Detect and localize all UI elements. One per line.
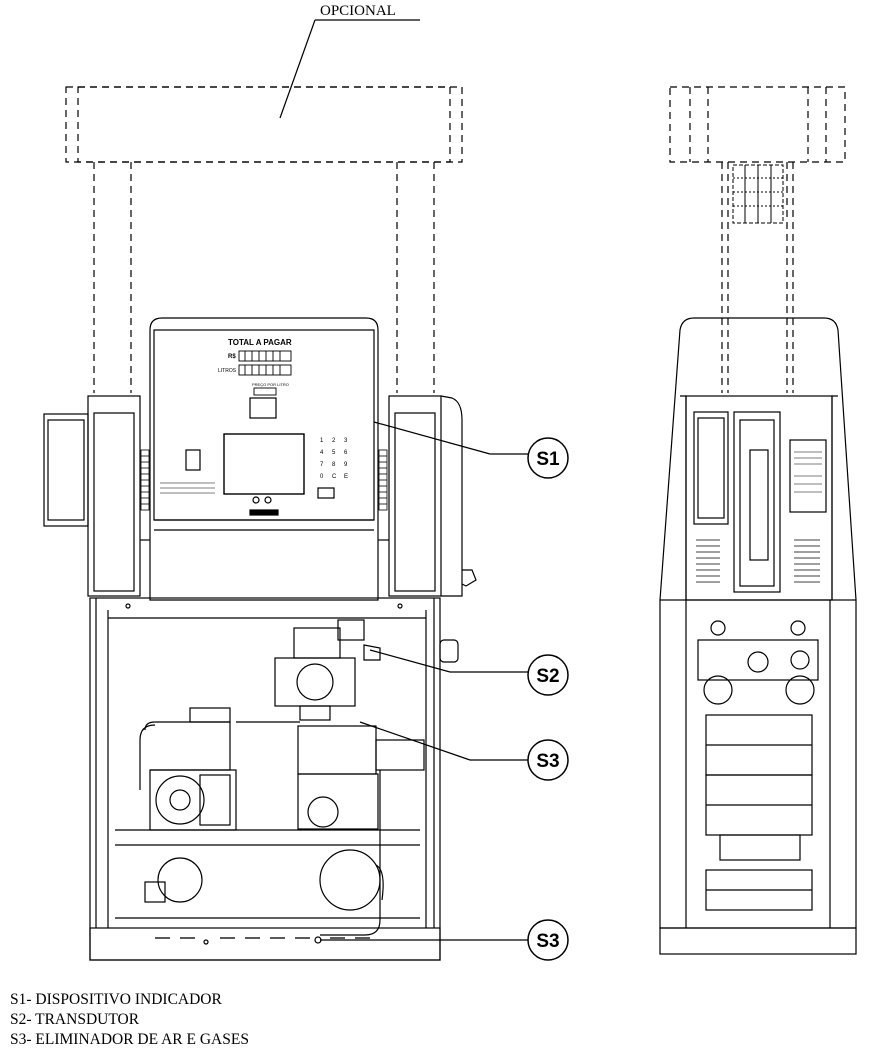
front-head — [43, 317, 477, 601]
keypad-key: 2 — [332, 438, 336, 444]
display-title: TOTAL A PAGAR — [228, 338, 292, 347]
keypad-key: 1 — [320, 438, 324, 444]
legend-item-s2: S2- TRANSDUTOR — [10, 1011, 140, 1028]
callout-s2-label: S2 — [536, 666, 559, 687]
side-view — [659, 317, 857, 955]
side-canopy-vents — [732, 164, 784, 224]
callout-s2: S2 — [369, 649, 569, 696]
callout-s1-label: S1 — [536, 449, 560, 470]
optional-canopy-front — [65, 86, 463, 393]
keypad-key: 6 — [344, 450, 348, 456]
display-liters-label: LITROS — [218, 368, 237, 374]
optional-leader-line — [279, 19, 316, 119]
keypad: 1 2 3 4 5 6 7 8 9 0 C E — [320, 438, 348, 480]
optional-label: OPCIONAL — [320, 3, 396, 19]
callout-s1: S1 — [373, 421, 569, 479]
keypad-enter — [317, 487, 335, 499]
price-display: TOTAL A PAGAR R$ LITROS PREÇO POR LITRO — [218, 338, 292, 396]
callout-s3-lower: S3 — [314, 919, 569, 961]
keypad-key: 7 — [320, 462, 324, 468]
keypad-key: 9 — [344, 462, 348, 468]
display-currency: R$ — [228, 354, 236, 360]
keypad-key: 5 — [332, 450, 336, 456]
callout-s3-upper-label: S3 — [536, 751, 559, 772]
keypad-key: 8 — [332, 462, 336, 468]
display-price-label: PREÇO POR LITRO — [252, 382, 289, 387]
legend: S1- DISPOSITIVO INDICADOR S2- TRANSDUTOR… — [10, 990, 249, 1050]
keypad-key: C — [332, 474, 337, 480]
hydraulic-components — [139, 619, 425, 936]
legend-item-s1: S1- DISPOSITIVO INDICADOR — [10, 991, 222, 1008]
legend-item-s3: S3- ELIMINADOR DE AR E GASES — [10, 1031, 249, 1048]
optional-canopy-side — [669, 86, 846, 393]
callout-s3-lower-label: S3 — [536, 931, 559, 952]
keypad-key: 4 — [320, 450, 324, 456]
keypad-key: 3 — [344, 438, 348, 444]
front-cabinet — [89, 597, 459, 961]
callout-s3-upper: S3 — [359, 721, 569, 781]
keypad-key: E — [344, 474, 348, 480]
keypad-key: 0 — [320, 474, 324, 480]
